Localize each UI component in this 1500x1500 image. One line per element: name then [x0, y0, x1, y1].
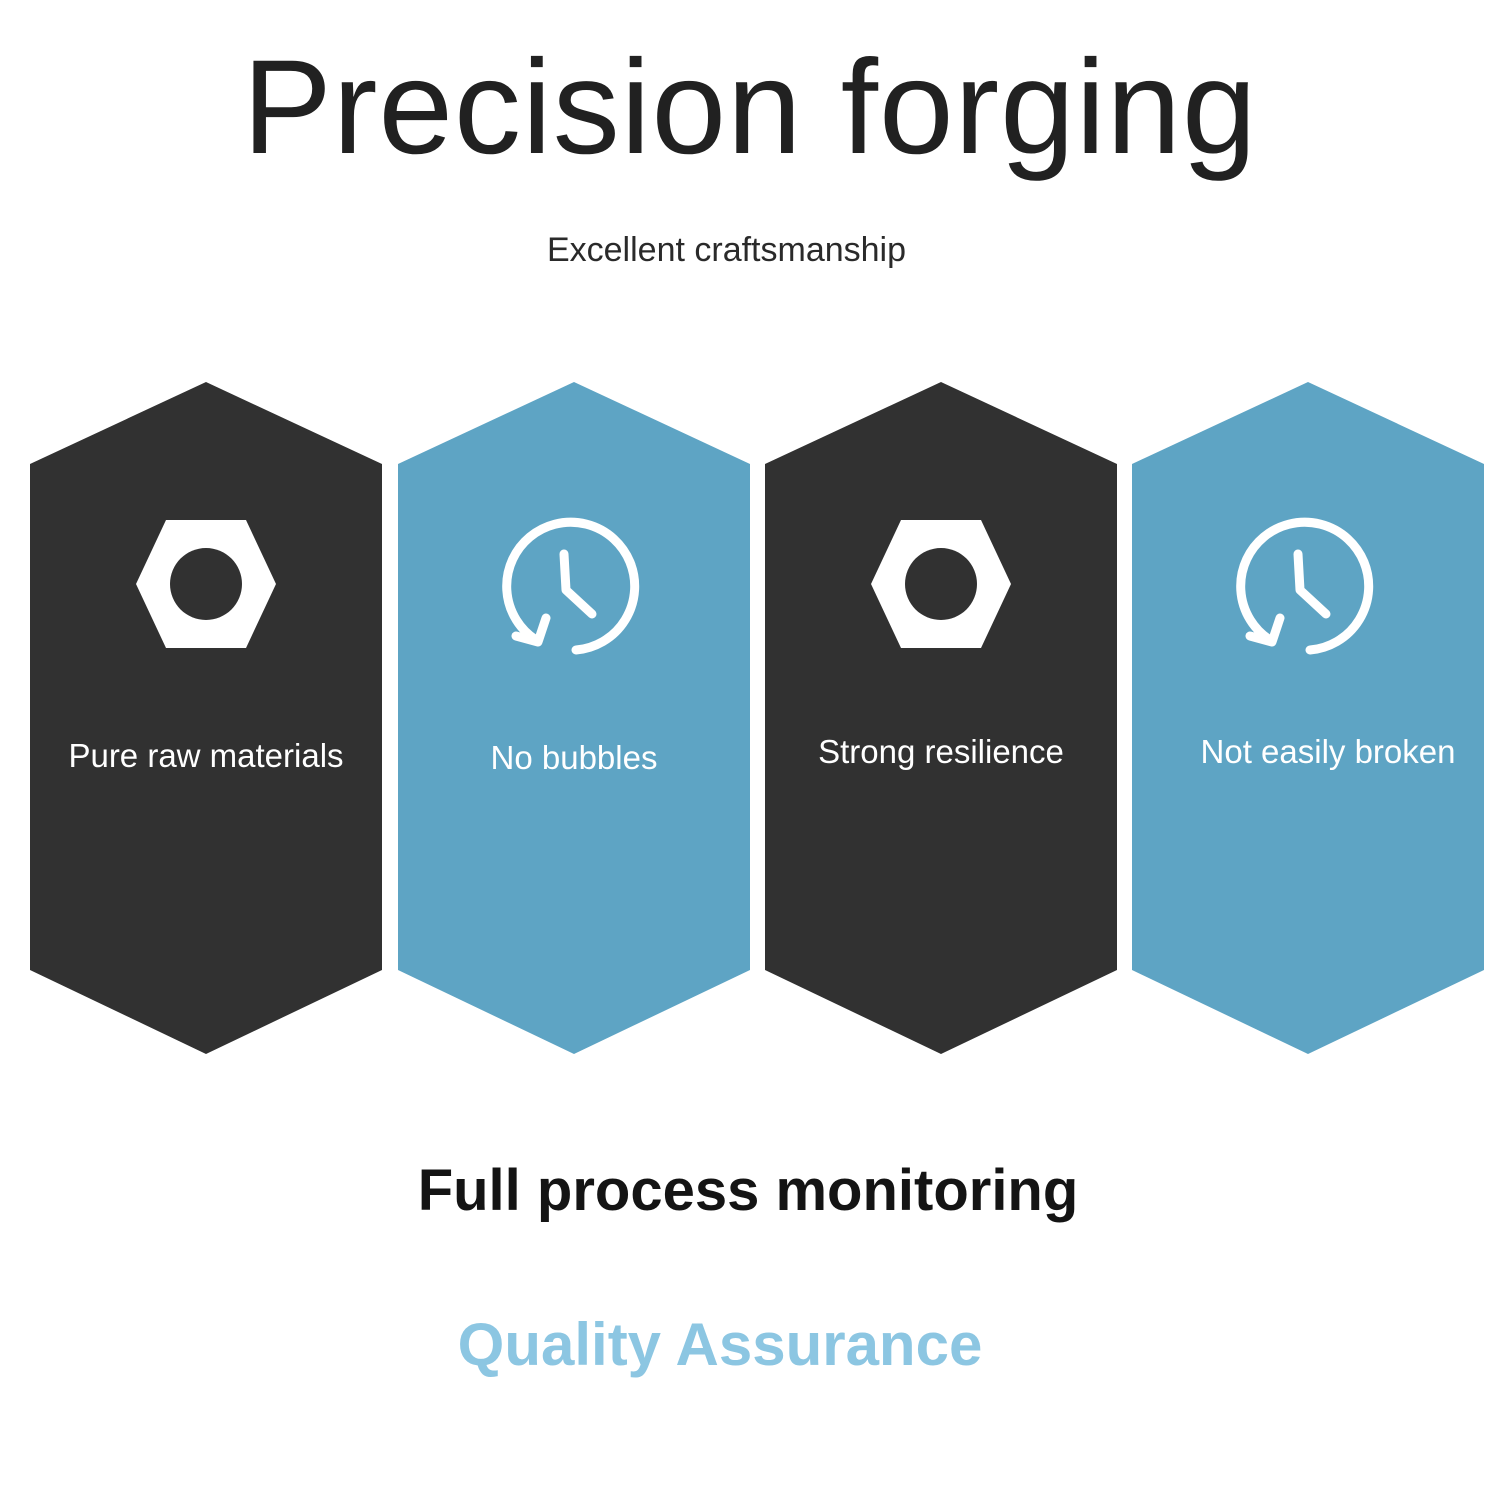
hex-nut-icon [871, 520, 1011, 648]
page-subtitle: Excellent craftsmanship [546, 231, 907, 269]
clock-cycle-icon [502, 517, 640, 655]
hexagon-panel-dark [30, 382, 382, 1054]
hexagon-panel-dark [765, 382, 1117, 1054]
feature-panel-no-bubbles: No bubbles [398, 382, 750, 1054]
feature-panel-strong-resilience: Strong resilience [765, 382, 1117, 1054]
hexagon-panel-blue [398, 382, 750, 1054]
feature-label: Strong resilience [818, 733, 1064, 770]
section-heading: Full process monitoring [417, 1158, 1079, 1223]
hex-nut-icon [136, 520, 276, 648]
feature-panel-not-easily-broken: Not easily broken [1132, 382, 1484, 1054]
page-title: Precision forging [242, 33, 1258, 182]
hexagon-panel-blue [1132, 382, 1484, 1054]
tagline: Quality Assurance [457, 1311, 983, 1378]
feature-label: No bubbles [490, 739, 658, 776]
clock-cycle-icon [1236, 517, 1374, 655]
feature-label: Not easily broken [1200, 733, 1456, 770]
feature-label: Pure raw materials [68, 737, 344, 774]
feature-panel-pure-raw-materials: Pure raw materials [30, 382, 382, 1054]
